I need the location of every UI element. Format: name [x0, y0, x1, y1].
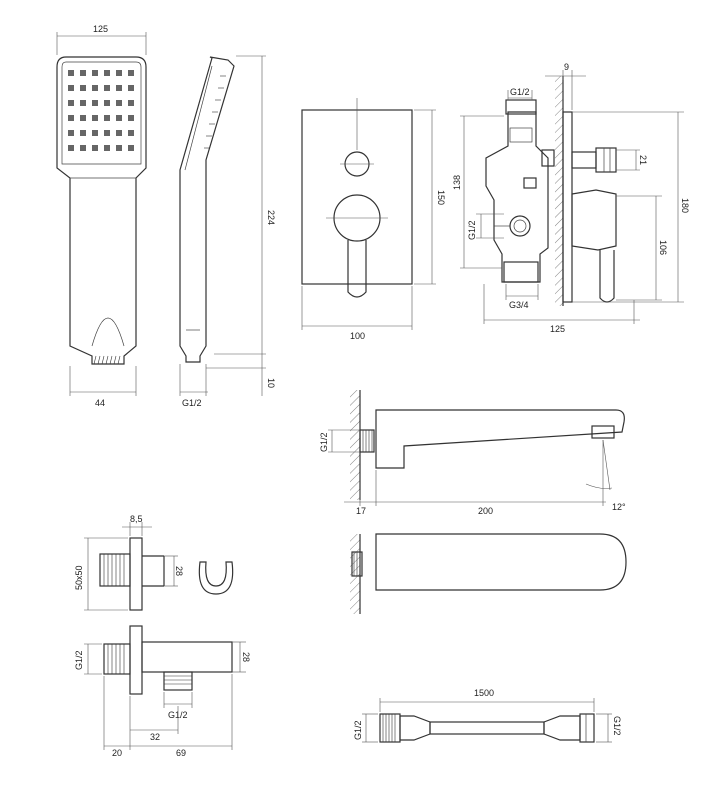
- nozzle-square: [128, 145, 134, 151]
- hand-shower-front-view: 125 44: [56, 24, 147, 408]
- nozzle-square: [68, 70, 74, 76]
- dim-outlet-depth: 8,5: [130, 514, 143, 524]
- dim-mixer-180: 180: [680, 198, 690, 213]
- nozzle-square: [80, 100, 86, 106]
- nozzle-square: [116, 130, 122, 136]
- nozzle-square: [80, 70, 86, 76]
- shower-hose-view: 1500 G1/2 G1/2: [353, 688, 622, 743]
- dim-stem: 21: [638, 155, 648, 165]
- dim-outlet-size: 50x50: [74, 565, 84, 590]
- nozzle-square: [104, 130, 110, 136]
- spout-top-view: [350, 533, 627, 614]
- dim-hand-shower-height: 224: [266, 210, 276, 225]
- nozzle-square: [116, 100, 122, 106]
- nozzle-square: [80, 130, 86, 136]
- dim-handle-width: 44: [95, 398, 105, 408]
- nozzle-square: [104, 85, 110, 91]
- nozzle-square: [104, 145, 110, 151]
- nozzle-square: [128, 130, 134, 136]
- concealed-mixer-view: G1/2 9 138 G1/2 G3/4 125 21 106: [452, 62, 690, 334]
- dim-hose-length: 1500: [474, 688, 494, 698]
- dim-mixer-side-thread: G1/2: [467, 220, 477, 240]
- nozzle-square: [116, 85, 122, 91]
- nozzle-square: [92, 100, 98, 106]
- dim-wall-offset: 9: [564, 62, 569, 72]
- dim-hand-shower-width: 125: [93, 24, 108, 34]
- nozzle-square: [128, 70, 134, 76]
- dim-hand-thread: G1/2: [182, 398, 202, 408]
- dim-plate-height: 150: [436, 190, 446, 205]
- nozzle-square: [68, 100, 74, 106]
- dim-outlet-side-thread: G1/2: [74, 650, 84, 670]
- nozzle-square: [116, 115, 122, 121]
- cover-plate-view: 100 150: [301, 98, 446, 341]
- dim-outlet-20: 20: [112, 748, 122, 758]
- dim-hose-right-thread: G1/2: [612, 716, 622, 736]
- dim-outlet-32: 32: [150, 732, 160, 742]
- nozzle-square: [128, 85, 134, 91]
- nozzle-square: [80, 145, 86, 151]
- dim-mixer-inlet: G1/2: [510, 87, 530, 97]
- nozzle-square: [104, 100, 110, 106]
- dim-mixer-outlet: G3/4: [509, 300, 529, 310]
- nozzle-square: [68, 115, 74, 121]
- nozzle-square: [104, 115, 110, 121]
- nozzle-square: [116, 70, 122, 76]
- dim-thread-height: 10: [266, 378, 276, 388]
- nozzle-square: [92, 70, 98, 76]
- dim-spout-wall: 17: [356, 506, 366, 516]
- nozzle-square: [80, 115, 86, 121]
- dim-outlet-28b: 28: [241, 652, 251, 662]
- wall-outlet-top-view: 8,5 50x50 28: [74, 514, 234, 611]
- nozzle-square: [128, 115, 134, 121]
- nozzle-square: [128, 100, 134, 106]
- dim-spout-length: 200: [478, 506, 493, 516]
- dim-spout-angle: 12°: [612, 502, 626, 512]
- nozzle-grid: [68, 70, 134, 151]
- dim-mixer-138: 138: [452, 175, 462, 190]
- nozzle-square: [92, 85, 98, 91]
- dim-outlet-28a: 28: [174, 566, 184, 576]
- nozzle-square: [116, 145, 122, 151]
- dim-plate-width: 100: [350, 331, 365, 341]
- nozzle-square: [92, 115, 98, 121]
- hand-shower-side-view: 224 10 G1/2: [179, 55, 276, 408]
- dim-mixer-depth: 125: [550, 324, 565, 334]
- dim-spout-thread: G1/2: [319, 432, 329, 452]
- nozzle-square: [80, 85, 86, 91]
- dim-hose-left-thread: G1/2: [353, 720, 363, 740]
- dim-mixer-106: 106: [658, 240, 668, 255]
- nozzle-square: [68, 145, 74, 151]
- nozzle-square: [104, 70, 110, 76]
- nozzle-square: [68, 130, 74, 136]
- nozzle-square: [92, 130, 98, 136]
- spout-side-view: G1/2 17 200 12°: [319, 390, 626, 516]
- wall-outlet-side-view: G1/2 28 G1/2 32 20 69: [74, 625, 251, 758]
- nozzle-square: [92, 145, 98, 151]
- nozzle-square: [68, 85, 74, 91]
- dim-outlet-69: 69: [176, 748, 186, 758]
